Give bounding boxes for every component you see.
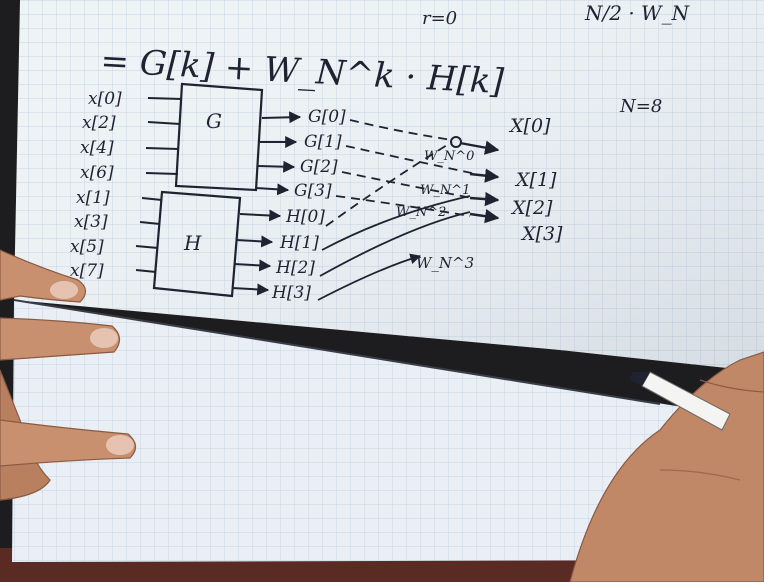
twiddle-label: W_N^1	[420, 183, 470, 198]
g-output-label: G[2]	[300, 157, 338, 177]
output-label: X[2]	[510, 197, 553, 219]
input-label: x[4]	[80, 138, 114, 158]
input-label: x[1]	[76, 188, 110, 208]
output-label: X[0]	[508, 115, 551, 137]
input-label: x[2]	[82, 113, 116, 133]
g-output-label: G[1]	[304, 132, 342, 152]
n-value: N=8	[619, 96, 662, 117]
twiddle-label: W_N^0	[424, 149, 474, 164]
block-h-label: H	[183, 231, 202, 255]
output-label: X[1]	[514, 169, 557, 191]
input-label: x[0]	[88, 89, 122, 109]
twiddle-label: W_N^3	[416, 254, 474, 272]
top-formula: r=0	[422, 8, 457, 29]
input-label: x[6]	[80, 163, 114, 183]
input-label: x[5]	[70, 237, 104, 257]
h-output-label: H[1]	[279, 233, 319, 253]
g-output-label: G[0]	[308, 107, 346, 127]
top-right-fragment: N/2 · W_N	[584, 1, 691, 25]
output-label: X[3]	[520, 223, 563, 245]
g-output-label: G[3]	[294, 181, 332, 201]
twiddle-label: W_N^2	[396, 205, 446, 220]
h-output-label: H[3]	[271, 283, 311, 303]
h-output-label: H[2]	[275, 258, 315, 278]
block-g-label: G	[206, 109, 222, 133]
input-label: x[3]	[74, 212, 108, 232]
input-label: x[7]	[70, 261, 104, 281]
h-output-label: H[0]	[285, 207, 325, 227]
